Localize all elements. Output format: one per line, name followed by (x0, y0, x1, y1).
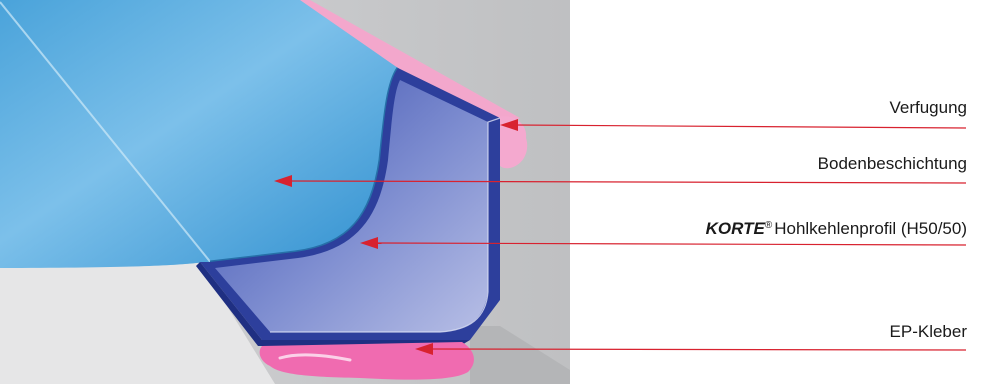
label-bodenbeschichtung-text: Bodenbeschichtung (818, 154, 967, 173)
label-profil-brand: KORTE (706, 219, 765, 238)
label-profil-reg: ® (765, 220, 772, 231)
label-ep-kleber-text: EP-Kleber (890, 322, 967, 341)
label-verfugung-text: Verfugung (889, 98, 967, 117)
label-profil: KORTE®Hohlkehlenprofil (H50/50) (706, 216, 967, 239)
label-ep-kleber: EP-Kleber (890, 322, 967, 342)
label-profil-rest: Hohlkehlenprofil (H50/50) (774, 219, 967, 238)
label-verfugung: Verfugung (889, 98, 967, 118)
floor-coating (0, 0, 398, 268)
label-bodenbeschichtung: Bodenbeschichtung (818, 154, 967, 174)
